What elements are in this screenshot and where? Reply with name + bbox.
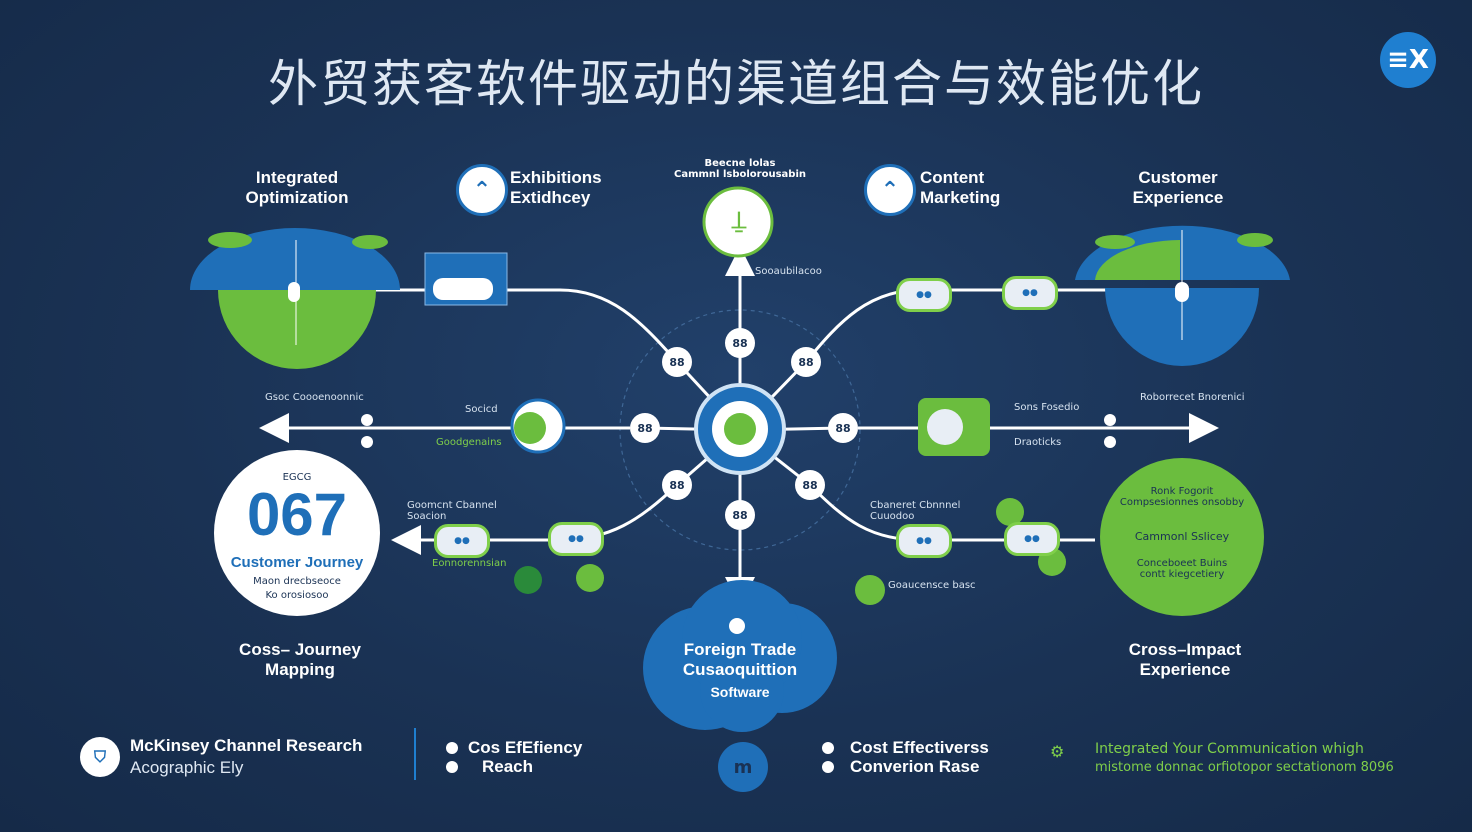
legend-b2: Converion Rase bbox=[850, 757, 980, 776]
content-marketing-icon: ⌃ bbox=[864, 164, 916, 216]
page-title: 外贸获客软件驱动的渠道组合与效能优化 bbox=[268, 55, 1204, 113]
shield-icon: ⛉ bbox=[80, 737, 120, 777]
footer-right-text1: Integrated Your Communication whigh bbox=[1095, 741, 1364, 757]
pill-bottom-left-2: ●● bbox=[548, 522, 604, 556]
center-hub-icon bbox=[712, 401, 768, 457]
exhibitions-icon: ⌃ bbox=[456, 164, 508, 216]
pin-icon: ⍊ bbox=[731, 206, 747, 234]
label-exhibitions: Exhibitions Extidhcey bbox=[510, 168, 602, 207]
legend-a1: Cos EfEfiency bbox=[468, 738, 583, 757]
label-content-marketing: Content Marketing bbox=[920, 168, 1001, 207]
right-green-circle: Ronk Fogorit Compsesionnes onsobby Cammo… bbox=[1100, 458, 1264, 616]
text-left-mid-a: Socicd bbox=[465, 404, 498, 415]
cj-big-number: 067 bbox=[246, 481, 348, 548]
cj-title: Customer Journey bbox=[230, 554, 364, 571]
footer-brand-line2: Acographic Ely bbox=[130, 758, 244, 777]
label-cross-journey: Coss– Journey Mapping bbox=[239, 640, 361, 679]
rc-line2: Cammonl Sslicey bbox=[1134, 530, 1230, 543]
label-customer-experience: Customer Experience bbox=[1132, 168, 1224, 207]
ex-logo-icon: ≡X bbox=[1380, 32, 1436, 88]
pill-bottom-right-2: ●● bbox=[1004, 522, 1060, 556]
hub-node-topleft: 88 bbox=[662, 347, 692, 377]
label-center-top: Beecne lolas Cammnl lsbolorousabin bbox=[674, 158, 806, 180]
pill-bottom-left-1: ●● bbox=[434, 524, 490, 558]
cloud-line2: Cusaoquittion bbox=[682, 660, 798, 679]
hub-node-bottomright: 88 bbox=[795, 470, 825, 500]
cloud-shape bbox=[643, 580, 837, 732]
hub-node-top: 88 bbox=[725, 328, 755, 358]
text-left-mid: Gsoc Coooenoonnic bbox=[265, 392, 364, 403]
cloud-line1: Foreign Trade bbox=[683, 640, 797, 659]
footer-brand-line1: McKinsey Channel Research bbox=[130, 736, 363, 755]
rc-line3: Conceboeet Buins contt kiegcetiery bbox=[1136, 558, 1228, 580]
text-left-lower-b: Eonnorennsian bbox=[432, 558, 507, 569]
hub-dashed-ring bbox=[619, 309, 861, 551]
pill-top-right-2: ●● bbox=[1002, 276, 1058, 310]
location-pin-icon bbox=[729, 618, 745, 634]
text-right-mid-b: Draoticks bbox=[1014, 437, 1062, 448]
label-integrated-optimization: Integrated Optimization bbox=[245, 168, 349, 207]
hub-node-left: 88 bbox=[630, 413, 660, 443]
cloud-text: Foreign Trade Cusaoquittion Software bbox=[650, 640, 830, 702]
footer-right-text2: mistome donnac orfiotopor sectationom 80… bbox=[1095, 760, 1394, 775]
footer-center-icon: m bbox=[718, 742, 768, 792]
hub-node-bottomleft: 88 bbox=[662, 470, 692, 500]
text-top-mid: Sooaubilacoo bbox=[755, 266, 822, 277]
pill-top-right-1: ●● bbox=[896, 278, 952, 312]
legend-b1: Cost Effectiverss bbox=[850, 738, 989, 757]
cj-small-top: EGCG bbox=[282, 472, 312, 483]
legend-a2: Reach bbox=[482, 757, 534, 776]
text-left-mid-b: Goodgenains bbox=[436, 437, 502, 448]
customer-journey-circle: EGCG 067 Customer Journey Maon drecbseoc… bbox=[214, 450, 380, 616]
hub-node-bottom: 88 bbox=[725, 500, 755, 530]
text-right-mid: Roborrecet Bnorenici bbox=[1140, 392, 1245, 403]
text-right-lower: Cbaneret Cbnnnel Cuuodoo bbox=[870, 500, 961, 522]
text-left-lower: Goomcnt Cbannel Soacion bbox=[407, 500, 497, 522]
center-hub bbox=[694, 383, 786, 475]
text-right-lower-b: Goaucensce basc bbox=[888, 580, 976, 591]
label-cross-impact: Cross–Impact Experience bbox=[1128, 640, 1242, 679]
cj-sub2: Ko orosiosoo bbox=[265, 590, 329, 601]
pill-bottom-right-1: ●● bbox=[896, 524, 952, 558]
hub-node-right: 88 bbox=[828, 413, 858, 443]
cloud-line3: Software bbox=[710, 684, 770, 700]
rc-line1: Ronk Fogorit Compsesionnes onsobby bbox=[1119, 486, 1245, 508]
footer-right-icon: ⚙ bbox=[1050, 742, 1065, 761]
text-right-mid-a: Sons Fosedio bbox=[1014, 402, 1080, 413]
cj-sub1: Maon drecbseoce bbox=[253, 576, 341, 587]
hub-node-topright: 88 bbox=[791, 347, 821, 377]
